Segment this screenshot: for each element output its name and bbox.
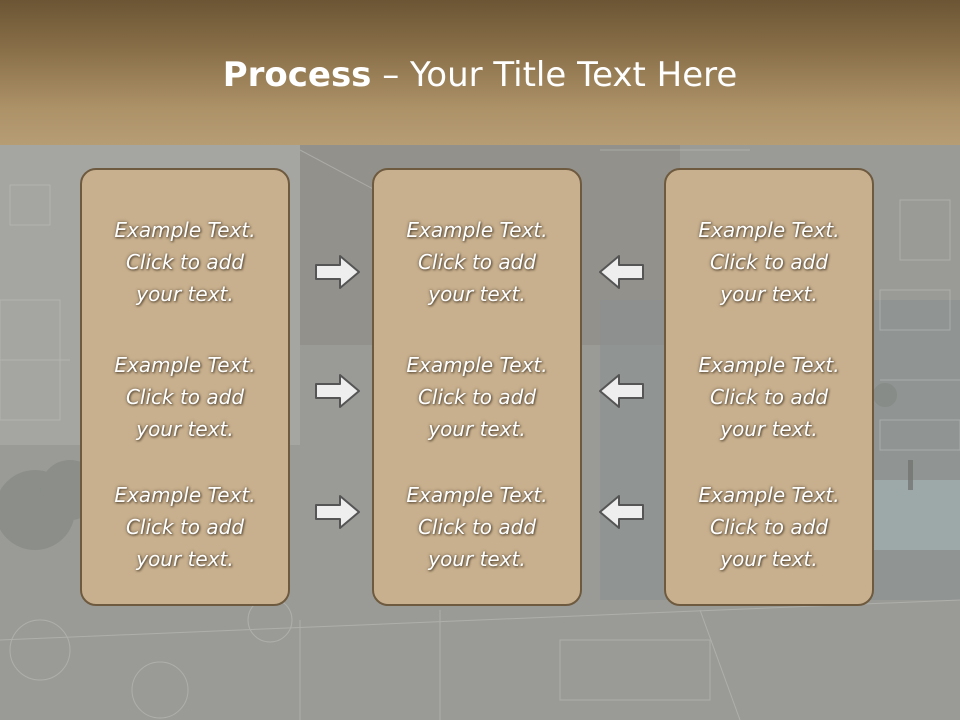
slide-title[interactable]: Process – Your Title Text Here (0, 55, 960, 95)
text-block[interactable]: Example Text. Click to add your text. (374, 479, 580, 575)
text-line: your text. (428, 417, 526, 441)
text-line: your text. (136, 547, 234, 571)
text-panel-left[interactable]: Example Text. Click to add your text. Ex… (80, 168, 290, 606)
text-block[interactable]: Example Text. Click to add your text. (374, 214, 580, 310)
text-line: Example Text. (698, 483, 840, 507)
text-line: Click to add (709, 385, 829, 409)
left-arrow-icon (599, 255, 644, 289)
right-arrow-icon (315, 255, 360, 289)
text-line: your text. (136, 282, 234, 306)
text-line: your text. (720, 547, 818, 571)
text-line: Click to add (125, 385, 245, 409)
text-line: Example Text. (406, 353, 548, 377)
text-line: Click to add (125, 515, 245, 539)
text-line: Example Text. (114, 218, 256, 242)
text-block[interactable]: Example Text. Click to add your text. (666, 479, 872, 575)
text-line: Click to add (125, 250, 245, 274)
text-block[interactable]: Example Text. Click to add your text. (82, 214, 288, 310)
text-line: your text. (136, 417, 234, 441)
text-line: your text. (428, 547, 526, 571)
text-line: Example Text. (406, 218, 548, 242)
text-panel-middle[interactable]: Example Text. Click to add your text. Ex… (372, 168, 582, 606)
text-block[interactable]: Example Text. Click to add your text. (82, 349, 288, 445)
text-line: Click to add (417, 385, 537, 409)
text-line: Example Text. (698, 353, 840, 377)
text-block[interactable]: Example Text. Click to add your text. (666, 214, 872, 310)
text-line: Click to add (709, 515, 829, 539)
title-bold-word: Process (222, 55, 372, 95)
text-block[interactable]: Example Text. Click to add your text. (666, 349, 872, 445)
text-line: Example Text. (114, 353, 256, 377)
text-line: your text. (428, 282, 526, 306)
text-line: Example Text. (114, 483, 256, 507)
text-line: your text. (720, 417, 818, 441)
right-arrow-icon (315, 374, 360, 408)
text-line: Click to add (417, 515, 537, 539)
left-arrow-icon (599, 374, 644, 408)
text-line: Example Text. (698, 218, 840, 242)
text-line: your text. (720, 282, 818, 306)
title-bar (0, 0, 960, 145)
text-line: Example Text. (406, 483, 548, 507)
left-arrow-icon (599, 495, 644, 529)
text-block[interactable]: Example Text. Click to add your text. (374, 349, 580, 445)
title-rest: – Your Title Text Here (371, 55, 738, 95)
text-line: Click to add (709, 250, 829, 274)
right-arrow-icon (315, 495, 360, 529)
text-panel-right[interactable]: Example Text. Click to add your text. Ex… (664, 168, 874, 606)
text-block[interactable]: Example Text. Click to add your text. (82, 479, 288, 575)
text-line: Click to add (417, 250, 537, 274)
